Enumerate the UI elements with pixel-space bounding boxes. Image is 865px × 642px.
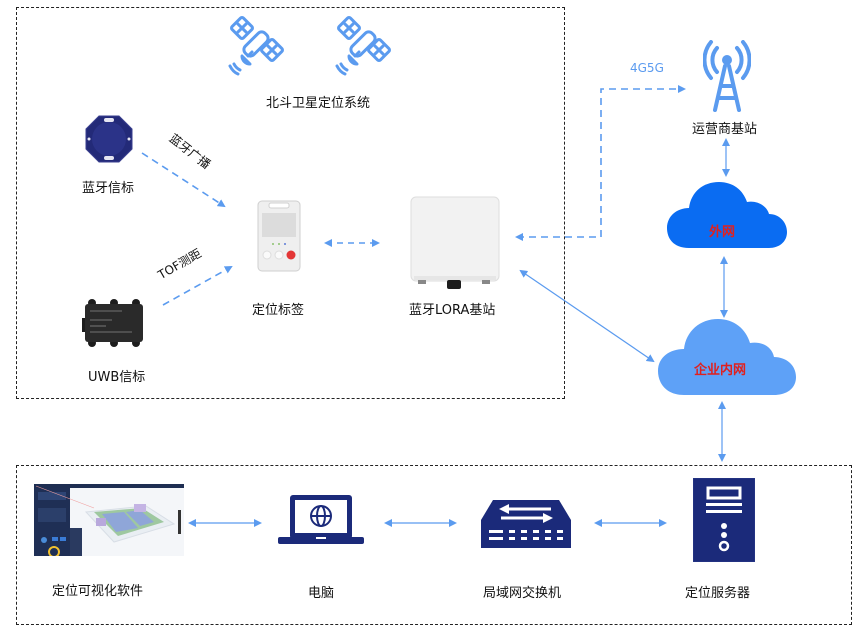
network-switch-label: 局域网交换机 <box>483 586 562 601</box>
server-icon <box>693 478 755 562</box>
network-switch-icon <box>481 500 571 548</box>
visualization-software-label: 定位可视化软件 <box>52 584 144 599</box>
computer-label: 电脑 <box>308 586 335 601</box>
server-room-region <box>16 465 852 625</box>
cellular-link <box>515 85 686 241</box>
lora-station-icon <box>410 196 500 289</box>
satellite-icon <box>228 16 284 76</box>
visualization-software-thumbnail <box>34 484 184 556</box>
satellite-icon <box>335 16 391 76</box>
carrier-station-label: 运营商基站 <box>692 122 758 137</box>
bluetooth-broadcast-link <box>141 152 226 208</box>
positioning-tag-icon <box>257 200 301 272</box>
laptop-icon <box>278 495 364 544</box>
bluetooth-beacon-label: 蓝牙信标 <box>82 181 135 196</box>
cellular-label: 4G5G <box>630 61 664 75</box>
bluetooth-beacon-icon <box>85 115 133 163</box>
uwb-beacon-icon <box>82 299 143 347</box>
external-network-cloud-icon <box>667 182 787 248</box>
satellite-system-label: 北斗卫星定位系统 <box>266 96 371 111</box>
server-label: 定位服务器 <box>685 586 751 601</box>
lora-intranet-link <box>519 269 655 363</box>
tof-link <box>162 266 233 306</box>
intranet-cloud-icon <box>658 319 796 395</box>
external-network-label: 外网 <box>709 225 736 240</box>
lora-station-label: 蓝牙LORA基站 <box>409 303 496 318</box>
uwb-beacon-label: UWB信标 <box>88 370 146 385</box>
intranet-label: 企业内网 <box>694 363 747 378</box>
cell-tower-icon <box>703 40 751 112</box>
positioning-tag-label: 定位标签 <box>252 303 305 318</box>
